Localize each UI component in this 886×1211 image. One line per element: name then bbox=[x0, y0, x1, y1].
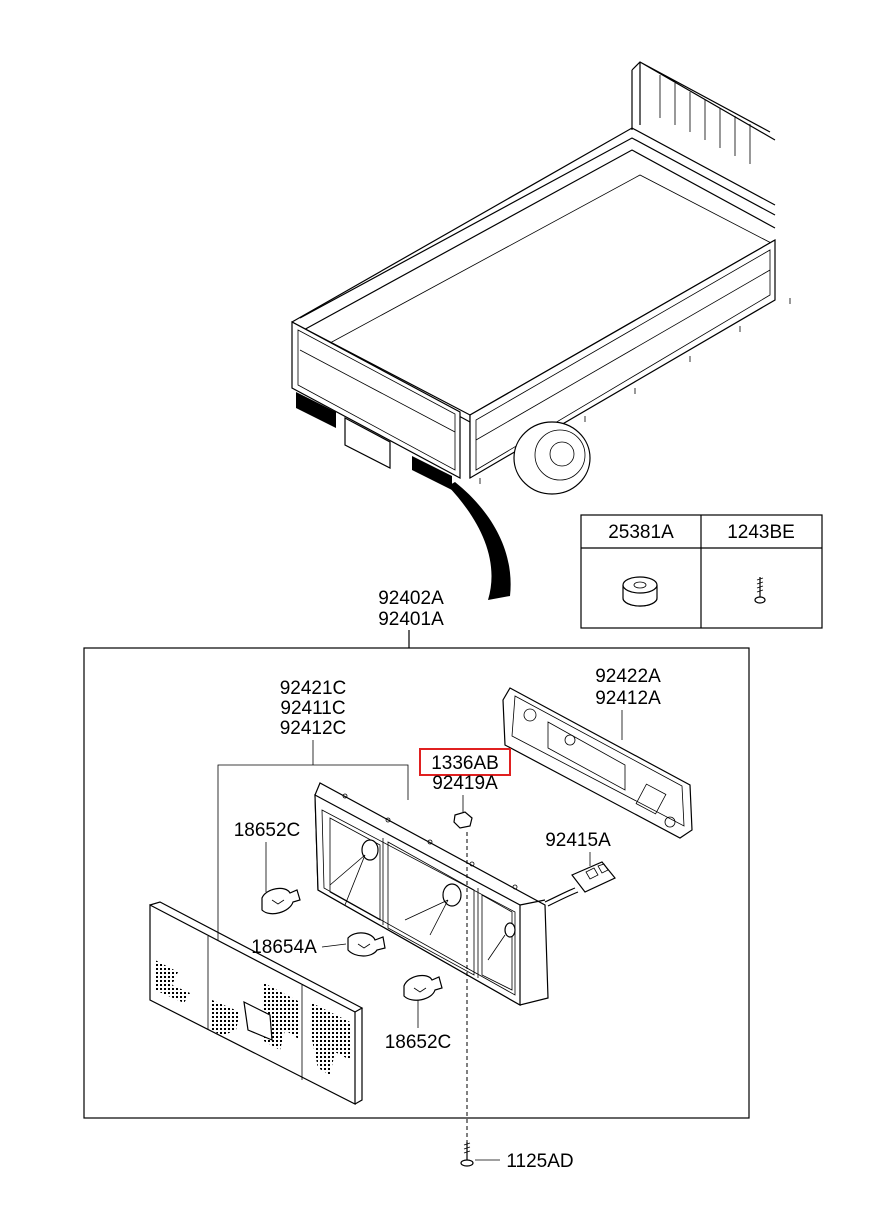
bulb-bottom: 18652C bbox=[385, 974, 452, 1053]
screw-icon bbox=[754, 577, 766, 604]
bulb-icon bbox=[403, 974, 443, 1001]
bulb-middle-label: 18654A bbox=[251, 937, 317, 958]
reflector-plate: 92422A 92412A bbox=[502, 666, 693, 839]
assembly-label-2: 92401A bbox=[378, 609, 444, 630]
highlight-box bbox=[419, 748, 511, 776]
reflector-label-2: 92412A bbox=[595, 688, 661, 709]
lens-label-2: 92411C bbox=[280, 698, 345, 719]
parts-table: 25381A 1243BE bbox=[580, 514, 823, 629]
bulb-middle: 18654A bbox=[251, 932, 386, 958]
table-header-grommet: 25381A bbox=[608, 522, 674, 543]
truck-illustration bbox=[291, 61, 791, 600]
lamp-housing bbox=[314, 782, 549, 1007]
assembly-label-1: 92402A bbox=[378, 588, 444, 609]
wiring-harness: 92415A bbox=[544, 830, 616, 907]
table-header-screw: 1243BE bbox=[727, 522, 795, 543]
lens-label-1: 92421C bbox=[280, 678, 347, 699]
lens-label-3: 92412C bbox=[280, 718, 347, 739]
bulb-top: 18652C bbox=[234, 820, 301, 915]
clip-callout: 1336AB 92419A bbox=[419, 748, 511, 829]
clip-icon bbox=[453, 811, 473, 829]
bulb-bottom-label: 18652C bbox=[385, 1032, 452, 1053]
lens-callout: 92421C 92411C 92412C bbox=[217, 678, 409, 955]
bulb-icon bbox=[347, 932, 386, 957]
screw-callout: 1125AD bbox=[460, 832, 574, 1172]
assembly-box: 92402A 92401A bbox=[83, 588, 750, 1119]
reflector-label-1: 92422A bbox=[595, 666, 661, 687]
harness-label: 92415A bbox=[545, 830, 611, 851]
screw-label: 1125AD bbox=[506, 1151, 573, 1172]
screw-icon bbox=[460, 1142, 474, 1167]
bulb-icon bbox=[261, 887, 301, 915]
bulb-top-label: 18652C bbox=[234, 820, 301, 841]
grommet-icon bbox=[622, 576, 658, 607]
clip-label: 92419A bbox=[432, 773, 498, 794]
lamp-lens bbox=[149, 901, 364, 1105]
highlighted-part-label: 1336AB bbox=[431, 753, 499, 774]
